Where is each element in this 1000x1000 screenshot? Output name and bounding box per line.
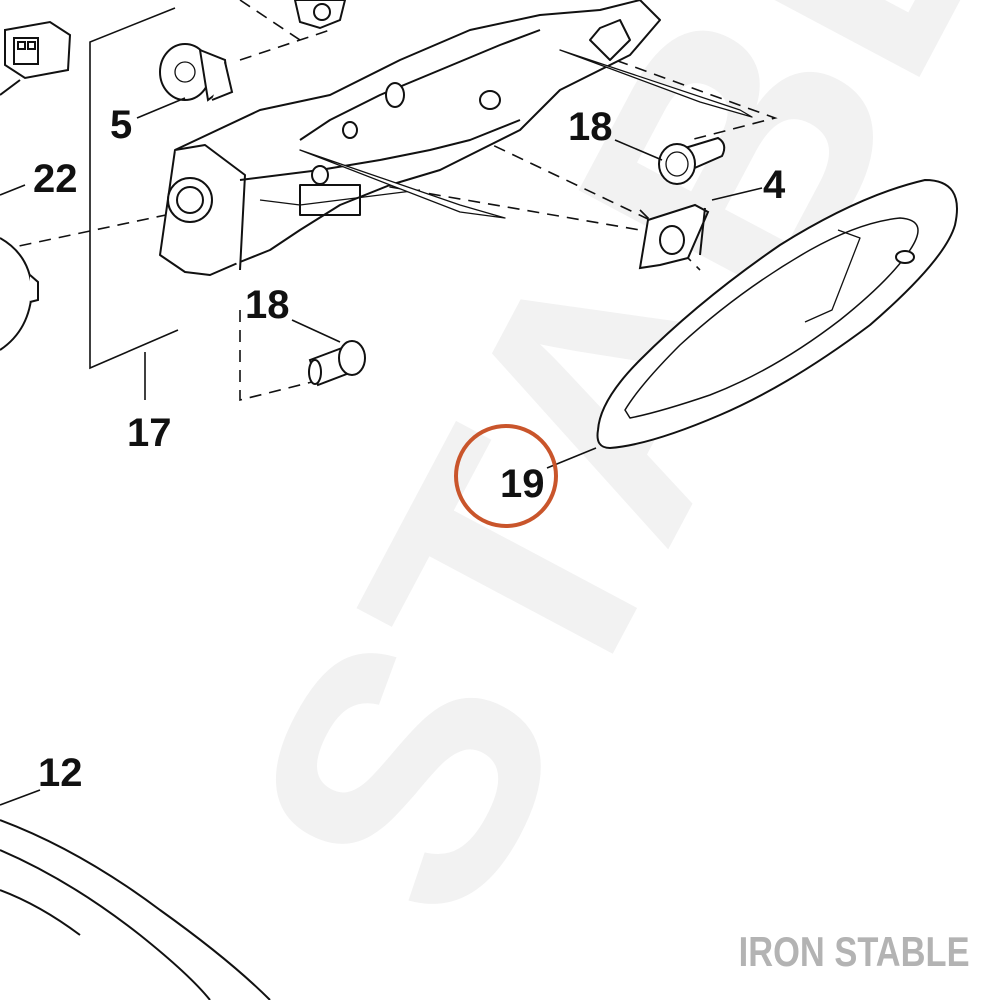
socket-top	[293, 0, 347, 30]
bracket-17	[89, 7, 179, 400]
gasket-part-19	[596, 179, 958, 449]
callout-12: 12	[38, 751, 83, 795]
highlight-circle-19	[454, 424, 558, 528]
callout-4: 4	[763, 163, 786, 207]
callout-22: 22	[33, 157, 78, 201]
screw-part-18-top	[658, 136, 726, 185]
brand-logo-text: IRON STABLE	[739, 928, 970, 975]
pin-part-18-mid	[308, 340, 366, 387]
bulb-part-5	[159, 43, 234, 102]
callout-19: 19	[500, 462, 545, 506]
lens-edge	[0, 237, 39, 351]
clip-part-4	[638, 203, 710, 270]
fender-part-12	[0, 819, 271, 1000]
callout-18-mid: 18	[245, 283, 290, 327]
connector-part	[0, 20, 72, 96]
callout-18-top: 18	[568, 105, 613, 149]
callout-17: 17	[127, 411, 172, 455]
tail-light-housing	[159, 0, 753, 276]
callout-5: 5	[110, 103, 132, 147]
